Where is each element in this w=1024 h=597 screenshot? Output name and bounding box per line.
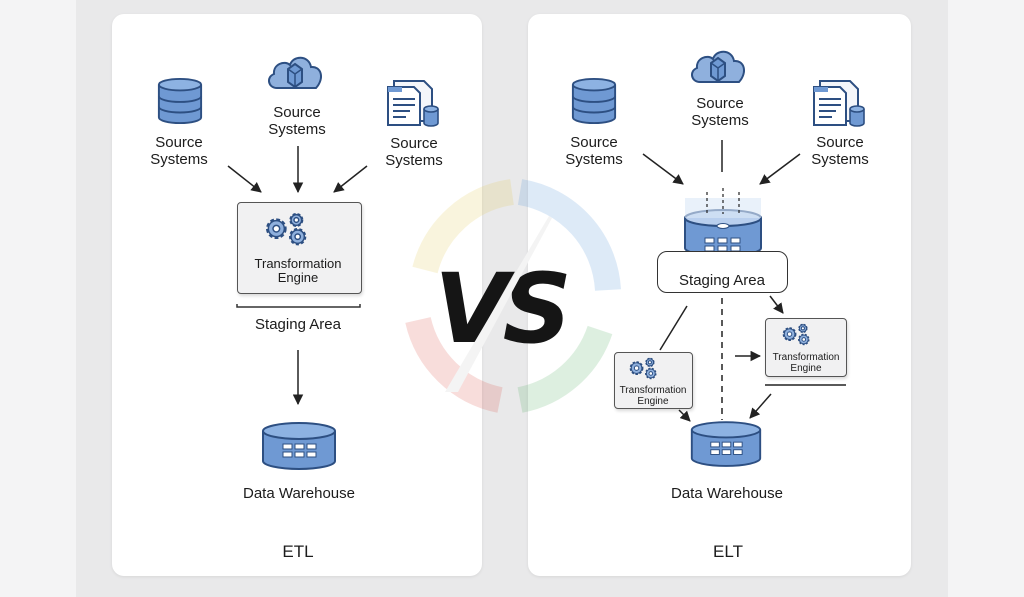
background-watermark <box>405 179 621 413</box>
vs-text: VS <box>434 253 566 365</box>
elt-left-engine-label: Transformation Engine <box>619 385 687 407</box>
etl-source-2-cloud-upload-icon <box>267 56 323 89</box>
gears-icon <box>782 323 810 346</box>
elt-arrow-left-engine-to-warehouse <box>678 409 691 422</box>
gears-icon <box>259 209 319 251</box>
elt-source-3-label: Source Systems <box>811 134 869 168</box>
elt-arrow-right-engine-to-warehouse <box>749 393 772 419</box>
elt-warehouse-label: Data Warehouse <box>670 485 784 502</box>
etl-source-2-label: Source Systems <box>268 104 326 138</box>
etl-staging-bracket <box>236 304 361 308</box>
elt-source-2-label: Source Systems <box>691 95 749 129</box>
elt-arrow-source-1 <box>642 153 684 185</box>
elt-source-1-database-icon <box>571 77 617 125</box>
elt-source-3-document-database-icon <box>813 80 865 127</box>
etl-title: ETL <box>282 542 314 561</box>
elt-staging-area-label: Staging Area <box>679 272 765 289</box>
etl-transformation-engine-box <box>237 202 362 294</box>
elt-warehouse-icon <box>690 421 762 467</box>
elt-staging-drum <box>684 188 762 257</box>
elt-line-staging-to-left-engine <box>659 305 688 351</box>
right-margin-strip <box>948 0 1024 597</box>
elt-staging-area-pill <box>657 251 788 293</box>
etl-warehouse-label: Data Warehouse <box>242 485 356 502</box>
elt-right-engine-box <box>765 318 847 377</box>
etl-arrow-source-1 <box>227 165 262 193</box>
elt-source-1-label: Source Systems <box>565 134 623 168</box>
elt-arrow-source-3 <box>759 153 801 185</box>
etl-staging-area-label: Staging Area <box>255 316 341 333</box>
elt-arrow-staging-to-right-engine <box>769 295 784 314</box>
elt-source-2-cloud-upload-icon <box>690 50 746 83</box>
vs-slash <box>445 216 552 392</box>
etl-source-1-label: Source Systems <box>150 134 208 168</box>
elt-left-engine-box <box>614 352 693 409</box>
vs-mark: VS <box>434 216 573 392</box>
elt-title: ELT <box>713 542 743 561</box>
left-margin-strip <box>0 0 76 597</box>
etl-warehouse-icon <box>262 422 336 470</box>
elt-right-engine-label: Transformation Engine <box>772 352 840 374</box>
etl-engine-label: Transformation Engine <box>254 256 342 285</box>
etl-source-3-document-database-icon <box>387 80 439 127</box>
etl-arrow-source-3 <box>333 165 368 193</box>
etl-source-1-database-icon <box>157 77 203 125</box>
etl-source-3-label: Source Systems <box>385 135 443 169</box>
gears-icon <box>629 357 657 380</box>
